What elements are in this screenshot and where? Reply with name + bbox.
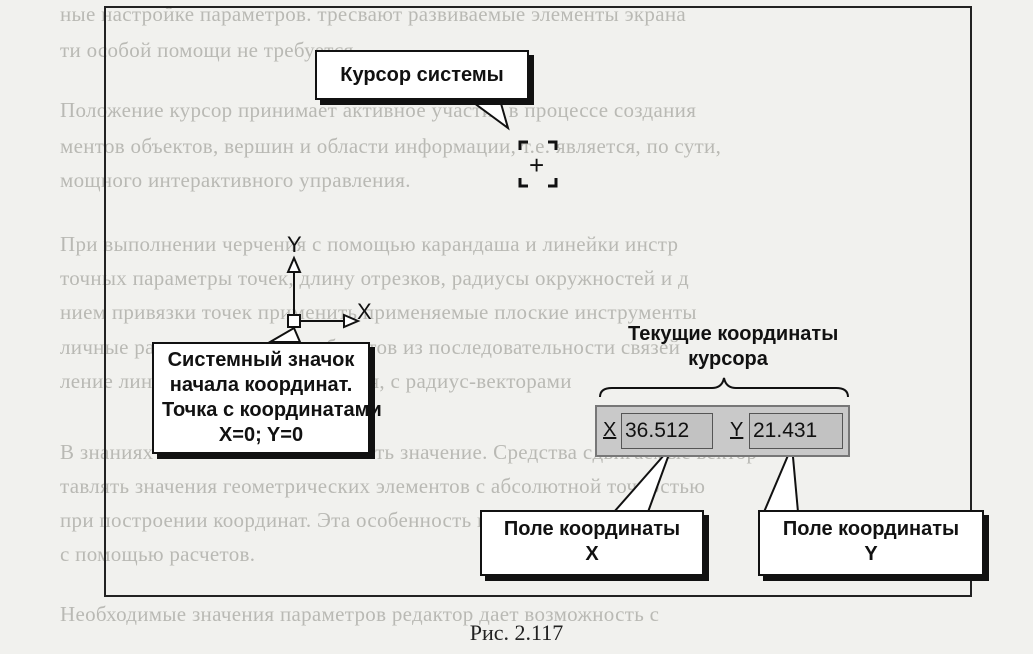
coord-x-field[interactable]: 36.512 (621, 413, 713, 449)
callout-field-y: Поле координаты Y (758, 510, 984, 576)
cursor-callout-pointer (466, 99, 510, 131)
cursor-plus-symbol: + (529, 150, 545, 180)
callout-field-x: Поле координаты X (480, 510, 704, 576)
callout-origin-line-2: начала координат. (169, 374, 353, 396)
current-coords-line-2: курсора (688, 348, 768, 370)
callout-system-cursor-text: Курсор системы (340, 64, 504, 86)
callout-origin-line-1: Системный значок (167, 349, 355, 371)
crosshair-cursor-icon (518, 140, 558, 188)
callout-origin-line-3: Точка с координатами (162, 399, 382, 421)
coordinate-origin-icon (286, 255, 361, 329)
callout-field-x-line-1: Поле координаты (503, 518, 681, 540)
axis-label-y: Y (287, 232, 302, 257)
current-coords-label: Текущие координаты курсора (628, 322, 839, 372)
callout-system-cursor: Курсор системы (315, 50, 529, 100)
coord-y-label: Y (730, 419, 744, 441)
callout-origin-line-4: X=0; Y=0 (218, 424, 304, 446)
coord-y-field[interactable]: 21.431 (749, 413, 843, 449)
current-coords-bracket (599, 377, 849, 398)
figure-frame (104, 6, 972, 597)
callout-field-y-line-2: Y (864, 543, 878, 565)
callout-origin-icon: Системный значок начала координат. Точка… (152, 342, 382, 454)
figure-caption: Рис. 2.117 (469, 620, 564, 645)
callout-field-y-line-1: Поле координаты (782, 518, 960, 540)
coord-x-label: X (603, 419, 617, 441)
current-coords-line-1: Текущие координаты (628, 323, 839, 345)
origin-callout-pointer (266, 326, 302, 343)
callout-field-x-line-2: X (585, 543, 599, 565)
coordinate-panel: X 36.512 Y 21.431 (595, 405, 850, 457)
axis-label-x: X (357, 299, 372, 324)
